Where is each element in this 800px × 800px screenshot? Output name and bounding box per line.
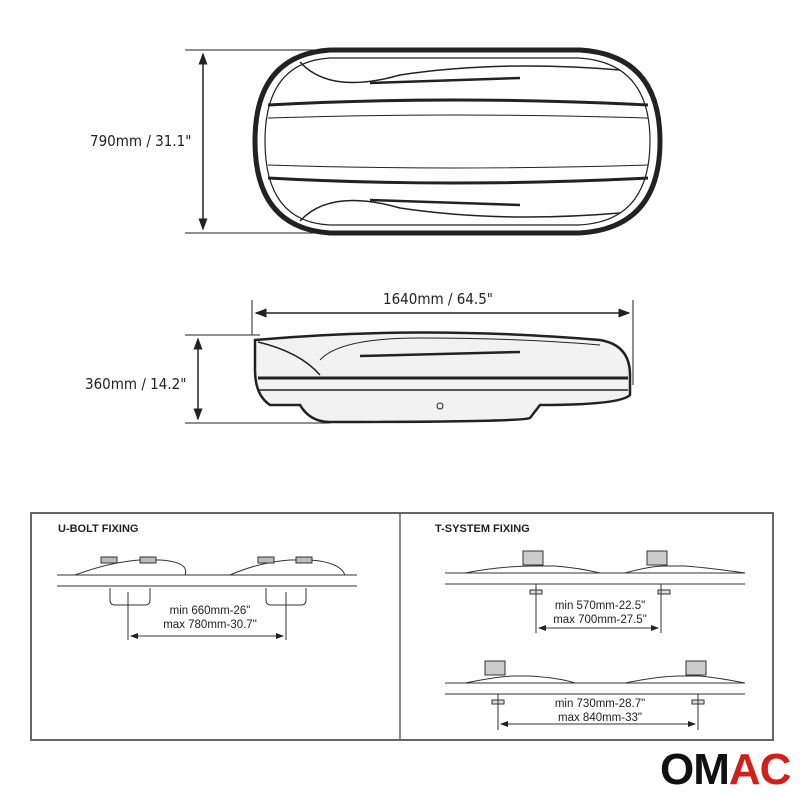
u-bolt-max: max 780mm-30.7" bbox=[163, 619, 257, 631]
t-system-title: T-SYSTEM FIXING bbox=[435, 523, 530, 535]
t-system-config2-min: min 730mm-28.7" bbox=[554, 698, 646, 710]
roof-box-side-view bbox=[185, 300, 634, 424]
t-system-config2-measurements: min 730mm-28.7" max 840mm-33" bbox=[540, 697, 660, 725]
u-bolt-diagram bbox=[57, 556, 357, 640]
roof-box-top-view bbox=[185, 47, 663, 236]
t-system-diagram bbox=[445, 550, 746, 730]
t-system-config2-max: max 840mm-33" bbox=[558, 712, 642, 724]
u-bolt-title: U-BOLT FIXING bbox=[58, 523, 139, 535]
length-dimension-label: 1640mm / 64.5" bbox=[383, 290, 493, 308]
fixing-panel bbox=[30, 512, 774, 741]
t-system-config1-min: min 570mm-22.5" bbox=[554, 600, 646, 612]
omac-logo: OMAC bbox=[660, 745, 791, 794]
t-system-config1-max: max 700mm-27.5" bbox=[553, 614, 647, 626]
t-system-config1-measurements: min 570mm-22.5" max 700mm-27.5" bbox=[540, 599, 660, 627]
height-dimension-label: 360mm / 14.2" bbox=[85, 375, 187, 393]
u-bolt-measurements: min 660mm-26" max 780mm-30.7" bbox=[145, 604, 275, 632]
width-dimension-label: 790mm / 31.1" bbox=[90, 132, 192, 150]
u-bolt-min: min 660mm-26" bbox=[169, 605, 251, 617]
